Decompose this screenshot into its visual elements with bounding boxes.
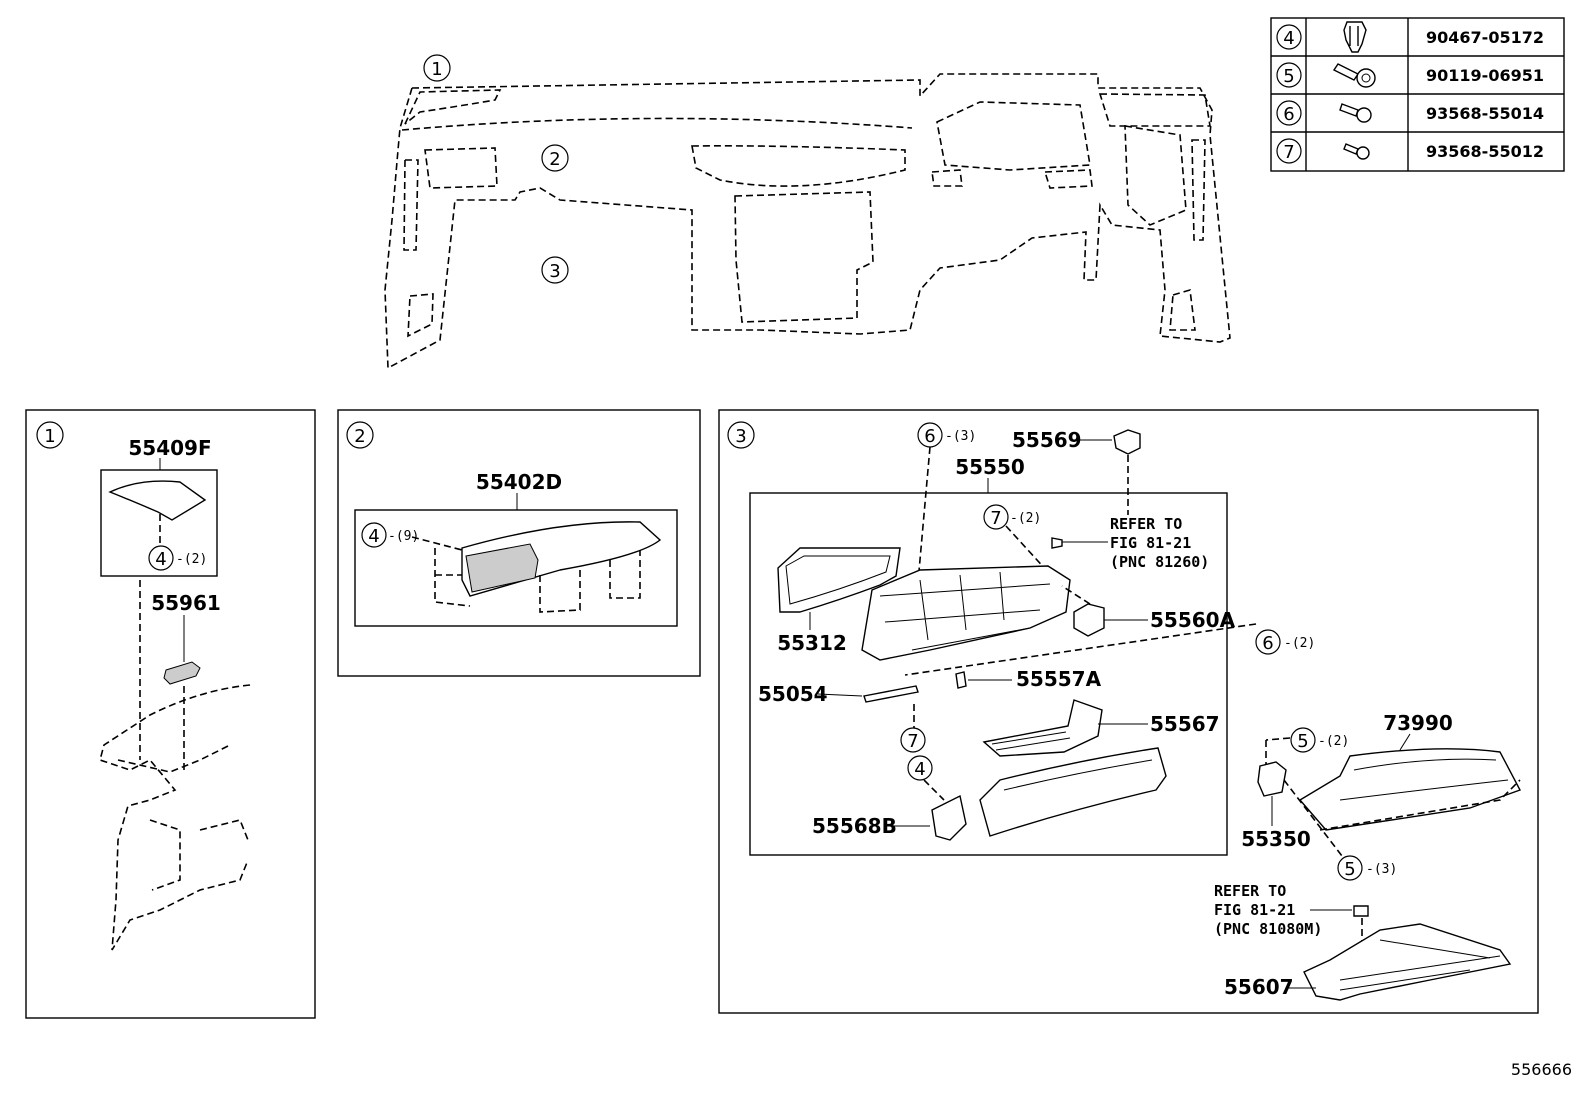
- panel-2-ref-4: 4: [368, 526, 379, 547]
- refer-note-1-line3: (PNC 81260): [1110, 553, 1209, 571]
- bolt-washer-icon: [1332, 63, 1376, 88]
- part-label-55312: 55312: [777, 631, 847, 655]
- part-label-55402D: 55402D: [476, 470, 562, 494]
- part-label-55567: 55567: [1150, 712, 1220, 736]
- panel-3: 3 6 -(3) 55569 55550 7 -(2) REFER TO FIG…: [718, 409, 1539, 1014]
- part-55567-tray: [982, 699, 1103, 757]
- part-label-55568B: 55568B: [812, 814, 897, 838]
- panel-3-qty-6-right: -(2): [1284, 636, 1315, 651]
- panel-1-ref-4: 4: [155, 549, 166, 570]
- refer-note-2-line2: FIG 81-21: [1214, 901, 1295, 919]
- part-label-55557A: 55557A: [1016, 667, 1102, 691]
- panel-2-qty-4: -(9): [388, 529, 419, 544]
- panel-1-qty-4: -(2): [176, 552, 207, 567]
- dashboard-overview: [384, 73, 1231, 370]
- figure-id: 556666: [1511, 1060, 1572, 1079]
- table-ref-4: 4: [1283, 28, 1294, 49]
- table-part-93568-55012: 93568-55012: [1426, 142, 1544, 161]
- part-55557A-pin: [955, 671, 967, 689]
- dashboard-corner-fragment: [99, 684, 251, 951]
- panel-3-ref-5-bottom: 5: [1344, 859, 1355, 880]
- panel-3-ref-6-top: 6: [924, 426, 935, 447]
- table-part-90119-06951: 90119-06951: [1426, 66, 1544, 85]
- panel-3-number: 3: [735, 426, 746, 447]
- part-label-55961: 55961: [151, 591, 221, 615]
- part-55569-clip: [1113, 429, 1141, 455]
- part-55560A-hinge: [1073, 603, 1105, 637]
- part-55350-bracket: [1257, 761, 1287, 797]
- part-55312-frame: [777, 547, 901, 613]
- panel-2: 2 55402D 4 -(9): [337, 409, 701, 677]
- part-55607-box: [1303, 923, 1512, 1001]
- glove-box-door: [979, 747, 1167, 837]
- refer-note-1-line1: REFER TO: [1110, 515, 1182, 533]
- part-55961-vent: [163, 661, 201, 685]
- panel-3-ref-4: 4: [914, 759, 925, 780]
- panel-3-ref-7-top: 7: [990, 508, 1001, 529]
- table-ref-7: 7: [1283, 142, 1294, 163]
- clip-icon: [1343, 21, 1367, 53]
- table-ref-5: 5: [1283, 66, 1294, 87]
- panel-1-number: 1: [44, 426, 55, 447]
- part-55409F-cover: [108, 480, 207, 521]
- small-screw-icon: [1343, 143, 1370, 160]
- panel-3-qty-5-bottom: -(3): [1366, 862, 1397, 877]
- panel-2-number: 2: [354, 426, 365, 447]
- overview-callouts: 1 2 3: [423, 54, 569, 284]
- table-part-93568-55014: 93568-55014: [1426, 104, 1544, 123]
- table-ref-6: 6: [1283, 104, 1294, 125]
- part-label-55550: 55550: [955, 455, 1025, 479]
- part-label-55350: 55350: [1241, 827, 1311, 851]
- screw-icon: [1339, 103, 1372, 123]
- panel-3-qty-6-top: -(3): [945, 429, 976, 444]
- part-55054-damper: [863, 685, 919, 703]
- refer-note-2-line3: (PNC 81080M): [1214, 920, 1322, 938]
- panel-3-ref-7-mid: 7: [907, 731, 918, 752]
- panel-1: 1 55409F 4 -(2) 55961: [25, 409, 316, 1019]
- part-label-55569: 55569: [1012, 428, 1082, 452]
- fastener-table: 4 90467-05172 5 90119-06951 6 93568-5501…: [1270, 17, 1565, 172]
- panel-3-qty-7-top: -(2): [1010, 511, 1041, 526]
- panel-3-ref-6-right: 6: [1262, 633, 1273, 654]
- part-label-55409F: 55409F: [128, 436, 211, 460]
- part-55550-housing: [861, 565, 1071, 661]
- part-label-55054: 55054: [758, 682, 828, 706]
- refer-note-2-line1: REFER TO: [1214, 882, 1286, 900]
- part-label-73990: 73990: [1383, 711, 1453, 735]
- panel-3-qty-5-top: -(2): [1318, 734, 1349, 749]
- overview-callout-1: 1: [431, 59, 442, 80]
- table-part-90467-05172: 90467-05172: [1426, 28, 1544, 47]
- part-73990-panel: [1298, 748, 1521, 831]
- part-label-55560A: 55560A: [1150, 608, 1236, 632]
- part-55568B-bracket: [931, 794, 967, 841]
- refer-note-1-line2: FIG 81-21: [1110, 534, 1191, 552]
- panel-3-ref-5-top: 5: [1297, 731, 1308, 752]
- overview-callout-3: 3: [549, 261, 560, 282]
- overview-callout-2: 2: [549, 149, 560, 170]
- part-label-55607: 55607: [1224, 975, 1294, 999]
